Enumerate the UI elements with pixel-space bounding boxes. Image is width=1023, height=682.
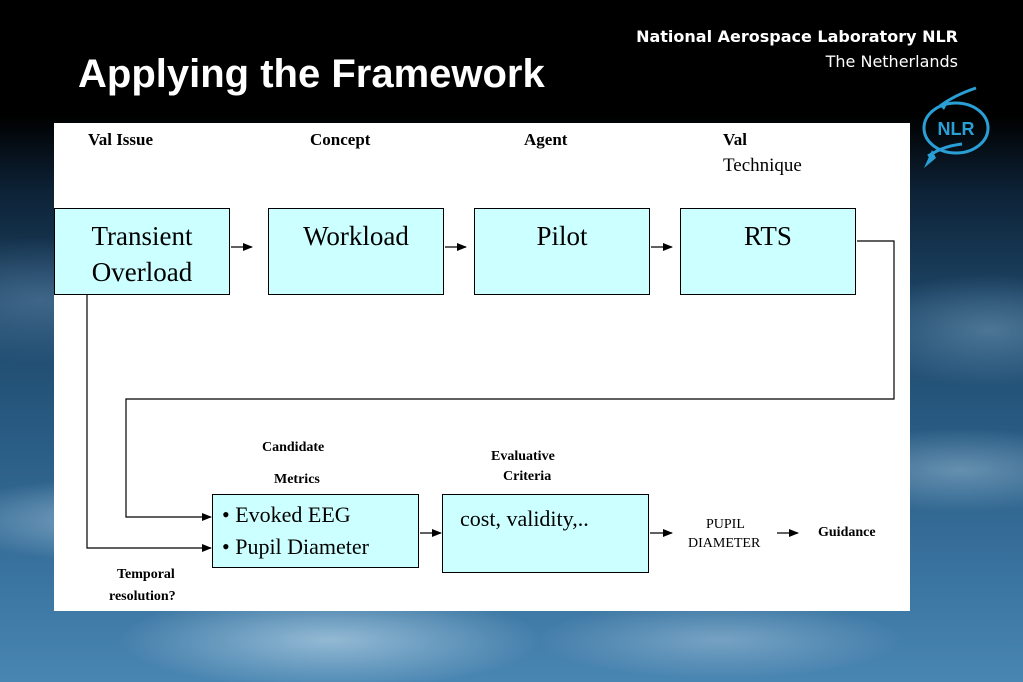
label-resolution: resolution? — [109, 589, 176, 604]
box-pilot: Pilot — [474, 208, 650, 295]
organization-name: National Aerospace Laboratory NLR — [636, 27, 958, 46]
box-transient-line2: Overload — [91, 257, 193, 287]
box-evaluative-criteria: cost, validity,.. — [442, 494, 649, 573]
header-agent: Agent — [524, 130, 568, 149]
box-transient-overload: Transient Overload — [54, 208, 230, 295]
metric-pupil-diameter: • Pupil Diameter — [222, 534, 370, 559]
nlr-logo: NLR — [922, 86, 990, 168]
header-val: Val — [723, 130, 747, 149]
box-pilot-label: Pilot — [536, 221, 588, 251]
box-rts: RTS — [680, 208, 856, 295]
label-evaluative: Evaluative — [491, 449, 555, 464]
logo-text: NLR — [938, 119, 975, 139]
metric-evoked-eeg: • Evoked EEG — [222, 502, 351, 527]
label-temporal: Temporal — [117, 567, 175, 582]
header-val-issue: Val Issue — [88, 130, 154, 149]
box-workload: Workload — [268, 208, 444, 295]
box-transient-line1: Transient — [91, 221, 193, 251]
header-concept: Concept — [310, 130, 371, 149]
label-pupil: PUPIL — [706, 517, 745, 532]
header-technique: Technique — [723, 155, 802, 176]
box-workload-label: Workload — [303, 221, 409, 251]
box-candidate-metrics: • Evoked EEG • Pupil Diameter — [212, 494, 419, 568]
label-diameter: DIAMETER — [688, 536, 761, 551]
label-criteria: Criteria — [503, 469, 552, 484]
label-metrics: Metrics — [274, 472, 320, 487]
organization-country: The Netherlands — [825, 52, 958, 71]
slide-title: Applying the Framework — [78, 52, 545, 96]
label-candidate: Candidate — [262, 440, 325, 455]
label-guidance: Guidance — [818, 525, 876, 540]
box-rts-label: RTS — [744, 221, 792, 251]
criteria-text: cost, validity,.. — [460, 506, 589, 531]
